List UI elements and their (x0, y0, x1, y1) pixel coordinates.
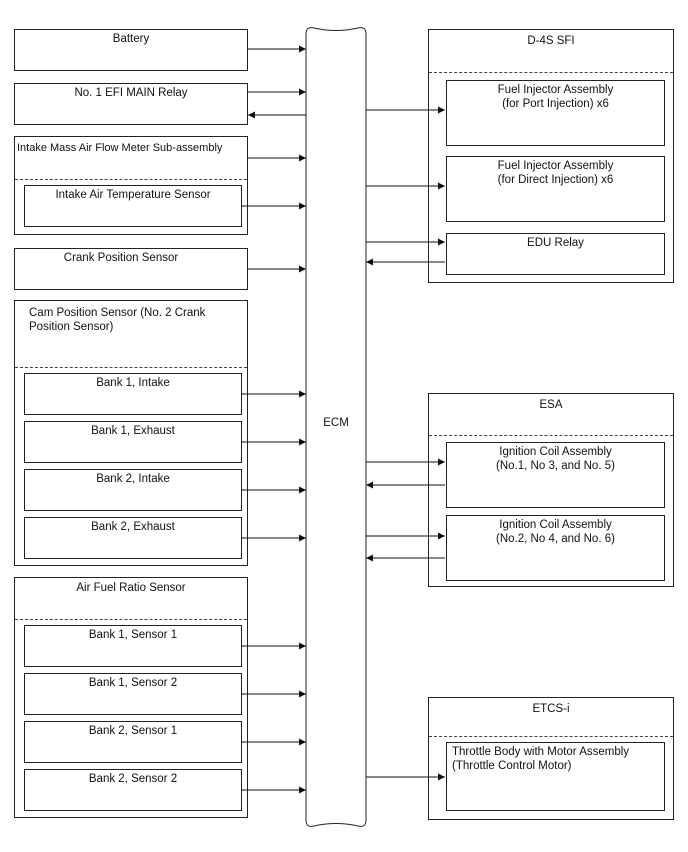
crank-position-sensor-label: Crank Position Sensor (63, 252, 179, 264)
cam-bank2-intake-label: Bank 2, Intake (96, 473, 170, 485)
air-fuel-ratio-sensor-group: Air Fuel Ratio Sensor Bank 1, Sensor 1 B… (14, 577, 248, 818)
maf-title: Intake Mass Air Flow Meter Sub-assembly (17, 142, 223, 154)
afr-bank1-sensor1-box: Bank 1, Sensor 1 (24, 625, 242, 667)
ignition-coil-135-line1: Ignition Coil Assembly (499, 446, 612, 458)
d4s-sfi-group: D-4S SFI Fuel Injector Assembly (for Por… (428, 29, 674, 283)
efi-main-relay-label: No. 1 EFI MAIN Relay (74, 87, 188, 99)
esa-title: ESA (539, 399, 563, 411)
ignition-coil-246-line1: Ignition Coil Assembly (499, 519, 612, 531)
afr-bank2-sensor2-label: Bank 2, Sensor 2 (88, 773, 178, 785)
maf-divider (15, 179, 247, 180)
ignition-coil-246-line2: (No.2, No 4, and No. 6) (496, 533, 615, 545)
cam-bank2-exhaust-label: Bank 2, Exhaust (91, 521, 175, 533)
afr-bank1-sensor2-box: Bank 1, Sensor 2 (24, 673, 242, 715)
afr-bank2-sensor1-label: Bank 2, Sensor 1 (88, 725, 178, 737)
cam-bank2-exhaust-box: Bank 2, Exhaust (24, 517, 242, 559)
d4s-divider (429, 72, 673, 73)
afr-bank1-sensor2-label: Bank 1, Sensor 2 (88, 677, 178, 689)
cam-title-line2: Position Sensor) (29, 321, 114, 333)
port-injector-box: Fuel Injector Assembly (for Port Injecti… (446, 80, 665, 146)
etcs-divider (429, 736, 673, 737)
direct-injector-box: Fuel Injector Assembly (for Direct Injec… (446, 156, 665, 222)
port-injector-line1: Fuel Injector Assembly (497, 84, 614, 96)
cam-bank2-intake-box: Bank 2, Intake (24, 469, 242, 511)
crank-position-sensor-box: Crank Position Sensor (14, 248, 248, 290)
afr-title: Air Fuel Ratio Sensor (76, 582, 186, 594)
cam-position-sensor-group: Cam Position Sensor (No. 2 Crank Positio… (14, 300, 248, 566)
ecm-label: ECM (323, 417, 349, 429)
afr-bank2-sensor1-box: Bank 2, Sensor 1 (24, 721, 242, 763)
esa-divider (429, 435, 673, 436)
maf-group: Intake Mass Air Flow Meter Sub-assembly … (14, 136, 248, 235)
etcs-i-title: ETCS-i (532, 703, 570, 715)
cam-divider (15, 367, 247, 368)
afr-divider (15, 619, 247, 620)
direct-injector-line2: (for Direct Injection) x6 (497, 174, 614, 186)
efi-main-relay-box: No. 1 EFI MAIN Relay (14, 83, 248, 125)
port-injector-line2: (for Port Injection) x6 (502, 98, 609, 110)
edu-relay-label: EDU Relay (527, 237, 584, 249)
throttle-body-line1: Throttle Body with Motor Assembly (452, 746, 630, 758)
edu-relay-box: EDU Relay (446, 233, 665, 275)
direct-injector-line1: Fuel Injector Assembly (497, 160, 614, 172)
cam-title-line1: Cam Position Sensor (No. 2 Crank (29, 307, 206, 319)
intake-air-temp-sensor-box: Intake Air Temperature Sensor (24, 185, 242, 227)
ignition-coil-135-line2: (No.1, No 3, and No. 5) (496, 460, 615, 472)
cam-bank1-exhaust-label: Bank 1, Exhaust (91, 425, 175, 437)
d4s-sfi-title: D-4S SFI (527, 35, 575, 47)
ignition-coil-246-box: Ignition Coil Assembly (No.2, No 4, and … (446, 515, 665, 581)
ecm-body (305, 27, 367, 827)
cam-bank1-intake-box: Bank 1, Intake (24, 373, 242, 415)
cam-bank1-intake-label: Bank 1, Intake (96, 377, 170, 389)
esa-group: ESA Ignition Coil Assembly (No.1, No 3, … (428, 393, 674, 587)
throttle-body-box: Throttle Body with Motor Assembly (Throt… (446, 742, 665, 811)
intake-air-temp-sensor-label: Intake Air Temperature Sensor (55, 189, 211, 201)
etcs-i-group: ETCS-i Throttle Body with Motor Assembly… (428, 697, 674, 820)
ignition-coil-135-box: Ignition Coil Assembly (No.1, No 3, and … (446, 442, 665, 508)
battery-box: Battery (14, 29, 248, 71)
afr-bank1-sensor1-label: Bank 1, Sensor 1 (88, 629, 178, 641)
battery-label: Battery (112, 33, 150, 45)
cam-bank1-exhaust-box: Bank 1, Exhaust (24, 421, 242, 463)
afr-bank2-sensor2-box: Bank 2, Sensor 2 (24, 769, 242, 811)
throttle-body-line2: (Throttle Control Motor) (452, 760, 572, 772)
